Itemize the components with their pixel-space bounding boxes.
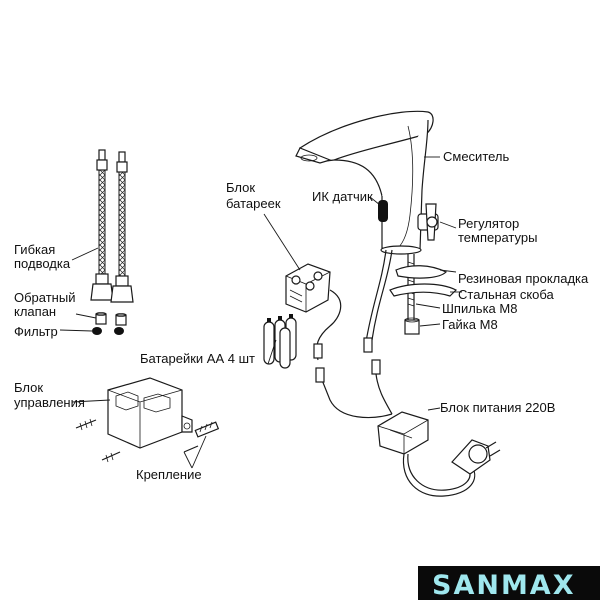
label-battery-block-line1: Блок	[226, 180, 255, 195]
label-battery-block-line2: батареек	[226, 196, 281, 211]
power-supply-unit	[377, 411, 501, 497]
m8-nut	[404, 317, 420, 335]
label-stud-m8: Шпилька М8	[442, 301, 517, 316]
label-control-box-line1: Блок	[14, 380, 43, 395]
label-nut-m8: Гайка М8	[442, 317, 498, 332]
label-filter: Фильтр	[14, 324, 58, 339]
label-power-supply: Блок питания 220В	[440, 400, 555, 415]
label-flex-hose-line2: подводка	[14, 256, 71, 271]
connector-a	[363, 337, 373, 353]
label-check-valve-line1: Обратный	[14, 290, 75, 305]
label-check-valve-line2: клапан	[14, 304, 56, 319]
label-flex-hose-line1: Гибкая	[14, 242, 55, 257]
power-plug	[451, 439, 501, 475]
flexible-hoses	[90, 149, 134, 303]
label-mounting: Крепление	[136, 467, 202, 482]
steel-bracket	[389, 283, 458, 297]
label-regulator-line1: Регулятор	[458, 216, 519, 231]
rubber-gasket	[395, 265, 448, 279]
labels: Смеситель ИК датчик Регулятор температур…	[14, 149, 589, 482]
label-rubber-gasket: Резиновая прокладка	[458, 271, 589, 286]
label-ir-sensor: ИК датчик	[312, 189, 373, 204]
connector-d	[313, 343, 323, 359]
temperature-regulator	[417, 203, 439, 241]
leader-lines	[59, 156, 462, 469]
control-box	[107, 377, 193, 449]
logo-text: SANMAX	[432, 570, 576, 600]
connector-c	[315, 367, 325, 383]
aa-batteries	[263, 314, 297, 369]
check-valves	[95, 312, 127, 326]
faucet-cable-a	[371, 249, 393, 341]
faucet-body	[295, 110, 458, 335]
connector-b	[371, 359, 381, 375]
faucet-cable-b	[365, 249, 387, 343]
label-regulator-line2: температуры	[458, 230, 537, 245]
label-steel-bracket: Стальная скоба	[458, 287, 555, 302]
battery-block	[285, 263, 331, 313]
label-mixer: Смеситель	[443, 149, 510, 164]
sanmax-logo: SANMAX	[418, 566, 600, 600]
mounting-screws	[75, 418, 220, 463]
filters	[92, 327, 124, 335]
ir-sensor-window	[378, 200, 388, 222]
label-control-box-line2: управления	[14, 395, 85, 410]
label-aa-batteries: Батарейки АА 4 шт	[140, 351, 255, 366]
